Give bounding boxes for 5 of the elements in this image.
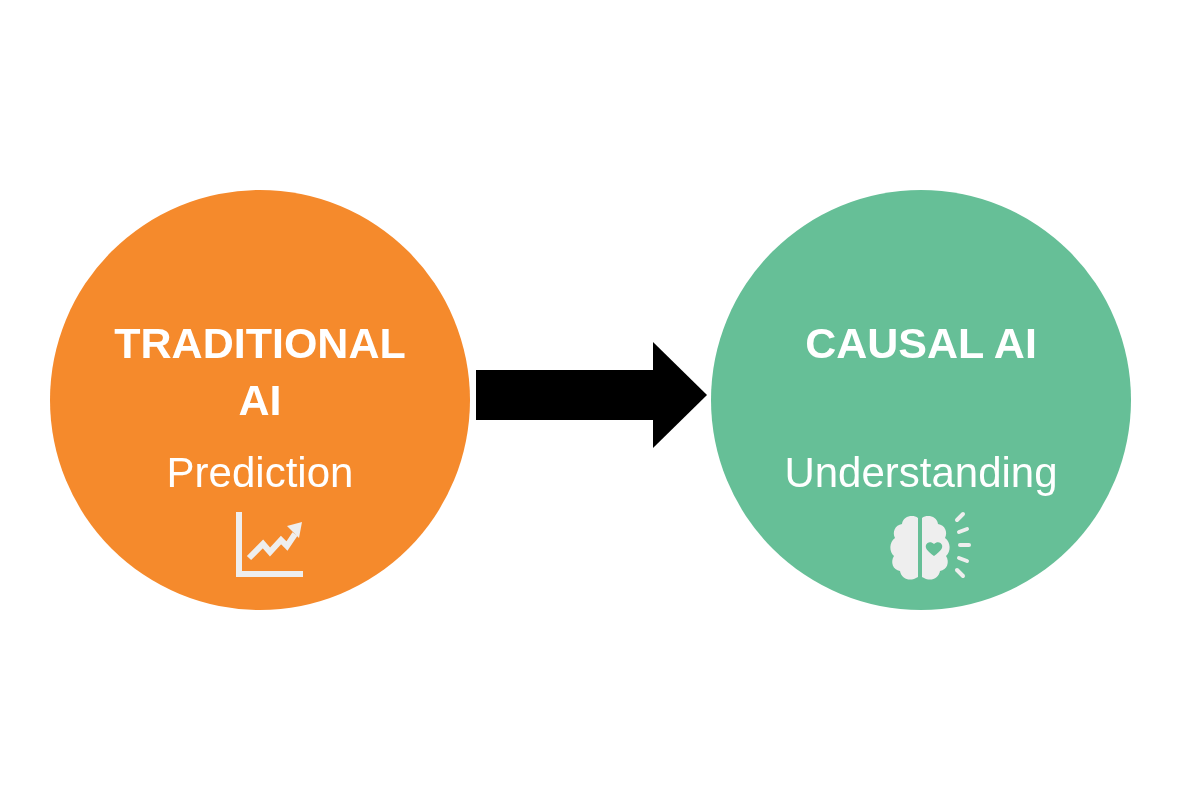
node-subtitle: Prediction [165,449,355,497]
node-subtitle: Understanding [783,449,1059,497]
node-title: CAUSAL AI [804,318,1038,369]
block-arrow [476,342,707,448]
node-title: TRADITIONAL AI [113,318,407,426]
